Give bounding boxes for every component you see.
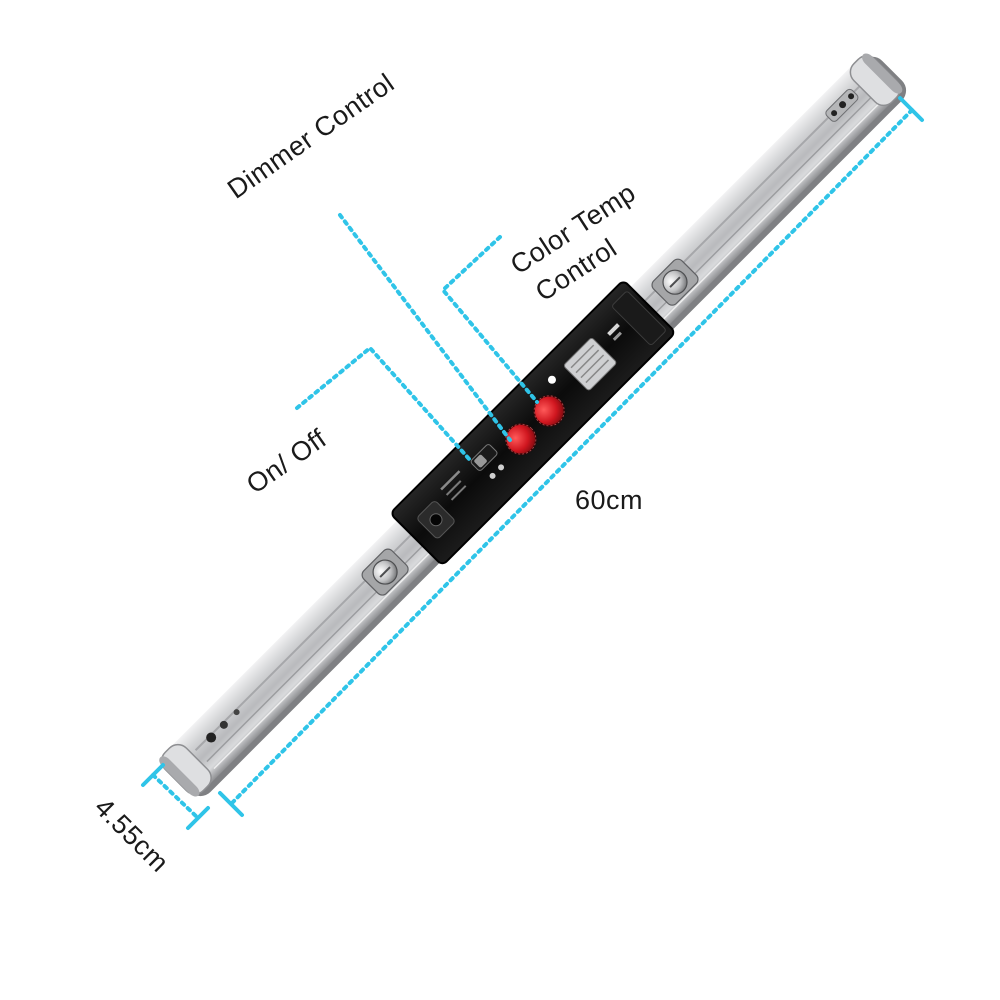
mount-hole xyxy=(839,101,847,109)
mount-hole xyxy=(233,709,240,716)
right-end-edge xyxy=(862,53,903,94)
mount-hole xyxy=(831,110,838,117)
printed-text xyxy=(445,480,462,496)
color-temp-callout-line xyxy=(440,235,539,404)
brand-logo-mark xyxy=(612,331,622,341)
indicator-dot xyxy=(498,464,505,471)
indicator-dot xyxy=(547,375,556,384)
printed-text xyxy=(450,485,467,501)
dimension-end-ticks xyxy=(141,96,924,830)
brand-logo-mark xyxy=(607,323,620,336)
control-panel xyxy=(391,281,675,565)
length-dimension-line xyxy=(230,108,914,805)
led-display xyxy=(564,338,617,391)
battery-slot xyxy=(612,291,666,346)
mount-hole xyxy=(206,732,217,743)
on-off-callout-line xyxy=(295,345,472,462)
clip-screw-right xyxy=(651,258,699,306)
switch-toggle xyxy=(474,454,487,468)
indicator-dot xyxy=(489,472,496,479)
callout-lines xyxy=(151,108,914,820)
length-label: 60cm xyxy=(575,485,644,515)
mount-hole xyxy=(848,93,855,100)
left-end-edge xyxy=(159,756,200,797)
light-tube xyxy=(159,53,907,797)
mount-hole xyxy=(219,720,228,729)
diameter-dimension-line xyxy=(151,773,200,820)
clip-screw-left xyxy=(361,548,409,596)
printed-text xyxy=(440,470,461,491)
dimmer-callout-line xyxy=(338,213,512,442)
